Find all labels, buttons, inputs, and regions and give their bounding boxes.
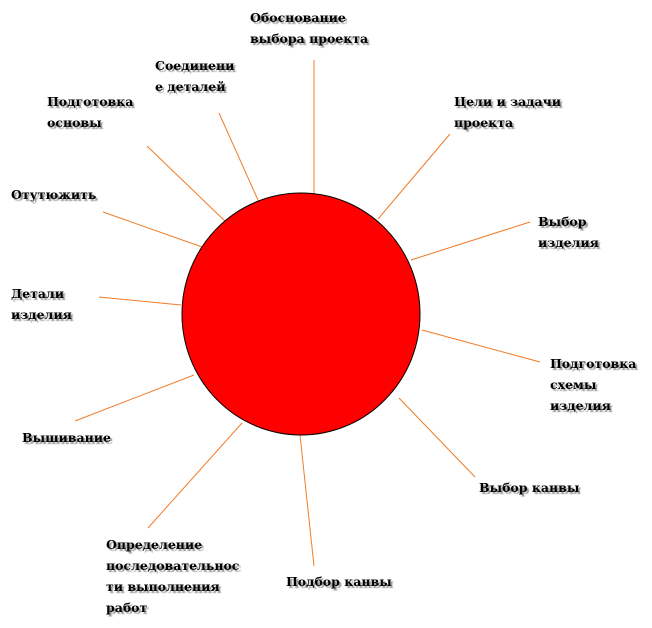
label-ironing: Отутюжить [11, 187, 97, 202]
label-joining-details: Соединени е деталей [155, 58, 235, 94]
label-canvas-selection: Подбор канвы [286, 574, 392, 589]
label-project-rationale: Обоснование выбора проекта [250, 10, 369, 46]
connector-line-3 [410, 221, 531, 261]
label-item-choice: Выбор изделия [538, 214, 599, 250]
label-base-preparation: Подготовка основы [47, 94, 134, 130]
connector-lines [74, 60, 541, 567]
connector-line-9 [98, 296, 182, 306]
central-circle [181, 192, 421, 436]
label-project-goals: Цели и задачи проекта [454, 94, 562, 130]
label-item-details: Детали изделия [11, 286, 72, 322]
label-canvas-choice: Выбор канвы [479, 480, 580, 495]
connector-line-5 [398, 397, 476, 478]
label-embroidery: Вышивание [22, 430, 111, 445]
label-work-sequence: Определение последовательнос ти выполнен… [106, 537, 240, 615]
connector-line-4 [421, 329, 541, 363]
connector-line-12 [218, 112, 263, 210]
connector-line-8 [74, 374, 195, 422]
label-scheme-preparation: Подготовка схемы изделия [550, 356, 637, 413]
connector-line-10 [102, 211, 206, 249]
connector-line-6 [299, 434, 315, 567]
connector-line-7 [147, 422, 243, 529]
connector-line-11 [146, 145, 229, 225]
connector-line-2 [377, 133, 451, 220]
